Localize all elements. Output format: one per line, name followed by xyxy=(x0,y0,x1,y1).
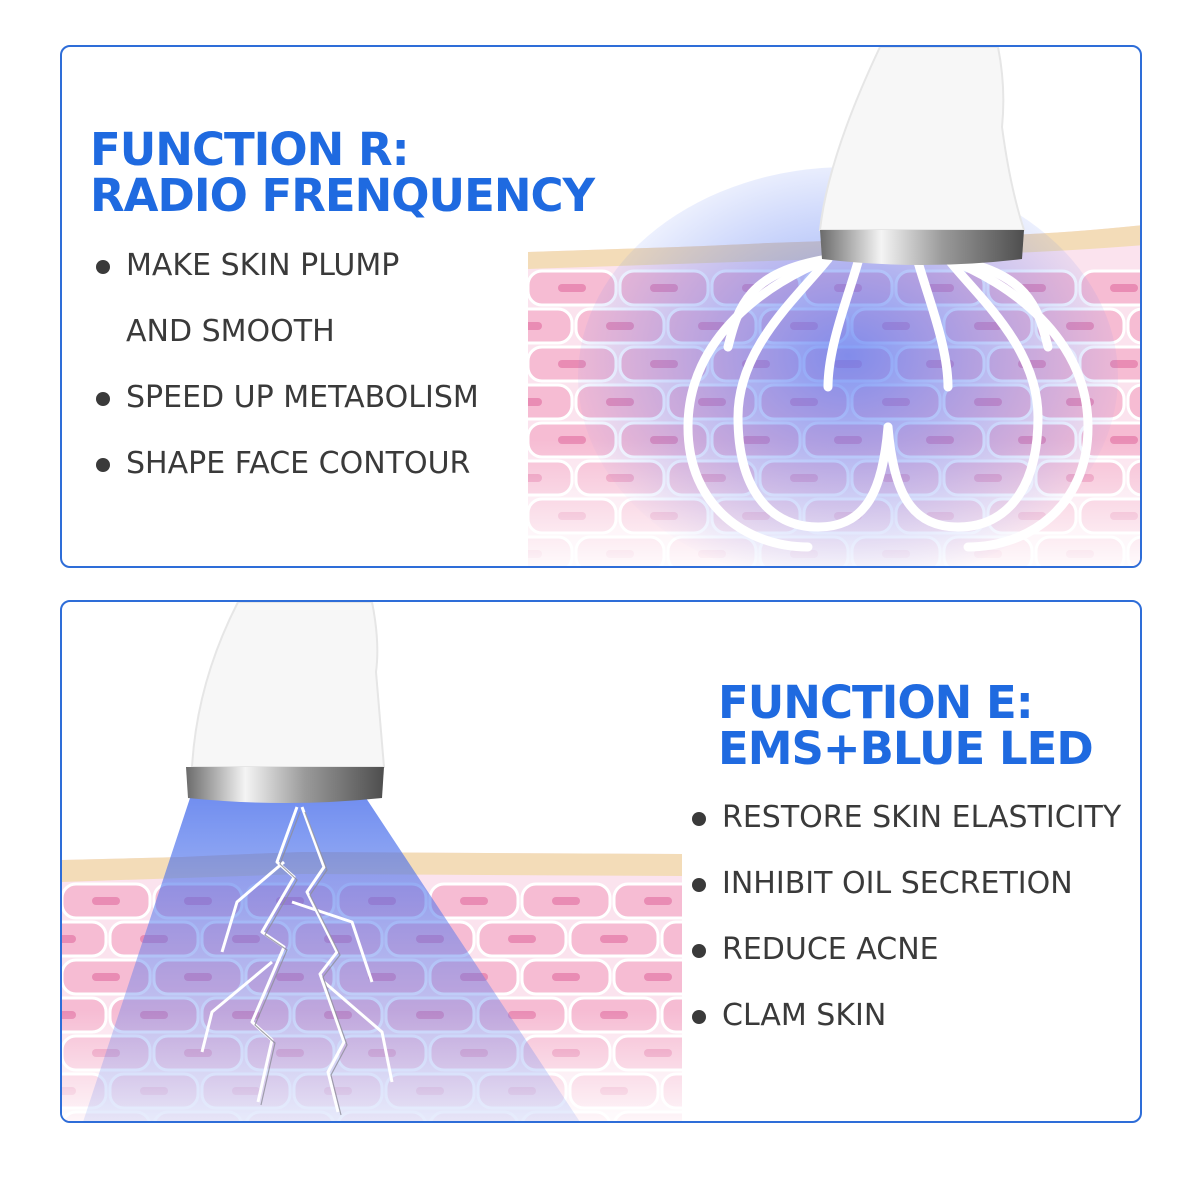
ems-skin-illustration xyxy=(62,602,682,1121)
radio-wave-icon xyxy=(683,254,1093,552)
function-e-title: FUNCTION E: EMS+BLUE LED xyxy=(718,676,1094,775)
function-r-benefits: MAKE SKIN PLUMP AND SMOOTH SPEED UP META… xyxy=(90,233,479,497)
function-r-title-line2: RADIO FRENQUENCY xyxy=(90,169,595,222)
lightning-icon-shadow xyxy=(254,811,348,1116)
bullet-dot xyxy=(692,878,706,892)
benefit-item: MAKE SKIN PLUMP xyxy=(90,233,479,299)
function-r-title: FUNCTION R: RADIO FRENQUENCY xyxy=(90,123,595,222)
benefit-item: CLAM SKIN xyxy=(686,983,1121,1049)
rf-device-head-icon xyxy=(818,47,1026,265)
bullet-dot xyxy=(96,392,110,406)
bullet-dot xyxy=(692,812,706,826)
benefit-item: INHIBIT OIL SECRETION xyxy=(686,851,1121,917)
benefit-item: SHAPE FACE CONTOUR xyxy=(90,431,479,497)
bullet-dot xyxy=(96,458,110,472)
benefit-item: REDUCE ACNE xyxy=(686,917,1121,983)
ems-device-head-icon xyxy=(186,602,386,803)
benefit-item: SPEED UP METABOLISM xyxy=(90,365,479,431)
bullet-dot xyxy=(692,944,706,958)
function-e-benefits: RESTORE SKIN ELASTICITY INHIBIT OIL SECR… xyxy=(686,785,1121,1049)
function-e-title-line1: FUNCTION E: xyxy=(718,676,1034,729)
function-r-panel: FUNCTION R: RADIO FRENQUENCY MAKE SKIN P… xyxy=(60,45,1142,568)
function-r-title-line1: FUNCTION R: xyxy=(90,123,410,176)
rf-skin-illustration xyxy=(528,47,1140,566)
bullet-dot xyxy=(692,1010,706,1024)
bullet-dot xyxy=(96,260,110,274)
function-e-title-line2: EMS+BLUE LED xyxy=(718,722,1094,775)
function-e-panel: FUNCTION E: EMS+BLUE LED RESTORE SKIN EL… xyxy=(60,600,1142,1123)
benefit-item-continuation: AND SMOOTH xyxy=(126,314,335,349)
benefit-item: RESTORE SKIN ELASTICITY xyxy=(686,785,1121,851)
